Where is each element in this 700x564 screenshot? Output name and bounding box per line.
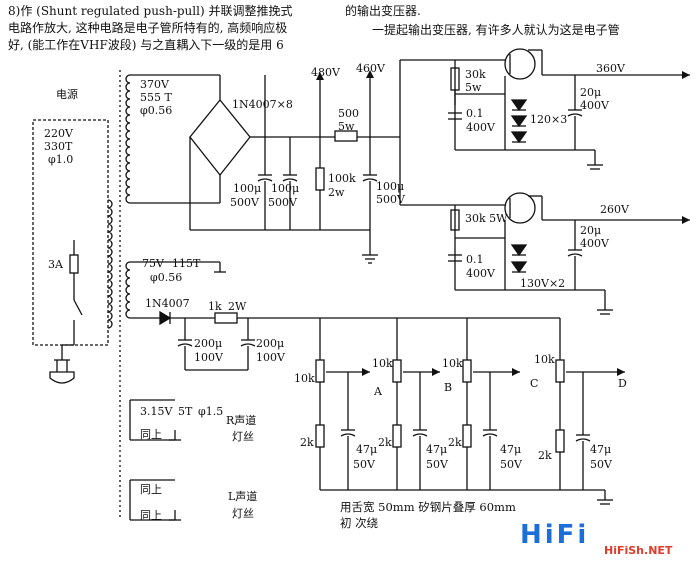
c20a-value: 20μ [580,86,602,99]
r30k-aw-label: 5w [465,81,482,94]
c47d-voltage: 50V [590,458,612,471]
v360-label: 360V [596,62,625,75]
c47d-value: 47μ [590,443,612,456]
c2-value: 100μ [271,182,300,195]
pot3-label: 10k [442,357,463,370]
primary-wire: φ1.0 [48,153,74,166]
sec1-wire: φ0.56 [140,104,173,117]
r500w-label: 5w [338,120,355,133]
c01a-voltage: 400V [466,121,495,134]
primary-voltage: 220V [44,127,73,140]
r100k-label: 100k [328,172,356,185]
heater2-channel: L声道 [228,490,258,503]
diode2-label: 1N4007 [145,297,190,310]
r30k-a-label: 30k [465,68,486,81]
c200a-voltage: 100V [194,351,223,364]
r1kw-label: 2W [228,300,247,313]
watermark-url: HiFiSh.NET [604,544,673,557]
v460-label: 460V [356,62,385,75]
c20b-voltage: 400V [580,237,609,250]
v260-label: 260V [600,203,629,216]
r500-label: 500 [338,107,359,120]
c1-voltage: 500V [230,196,259,209]
c200b-voltage: 100V [256,351,285,364]
c200a-value: 200μ [194,337,223,350]
resistor-500 [334,130,358,142]
primary-turns: 330T [44,140,73,153]
sec1-turns: 555 T [140,91,172,104]
pot2-label: 10k [372,357,393,370]
bridge-label: 1N4007×8 [232,98,293,111]
heater2-filament: 灯丝 [232,507,254,520]
core-note-1: 用舌宽 50mm 矽钢片叠厚 60mm [340,500,516,514]
r2k3-label: 2k [448,436,462,449]
v480-label: 480V [311,66,340,79]
sec2-wire: φ0.56 [150,271,183,284]
output-b: B [444,381,453,394]
c47a-voltage: 50V [353,458,375,471]
watermark-logo: HiFi [520,520,590,550]
c20b-value: 20μ [580,224,602,237]
fuse [69,254,79,274]
output-a: A [374,385,382,398]
secondary-coil-1 [125,74,131,204]
pot1-label: 10k [294,372,315,385]
heater3-same: 同上 [140,509,162,522]
heater1-filament: 灯丝 [232,430,254,443]
heater1-same: 同上 [140,428,162,441]
diode-bridge [189,98,251,177]
heater1-channel: R声道 [226,414,257,427]
output-d: D [618,377,627,390]
core-note-2: 初 次绕 [340,516,379,530]
heater-turns: 5T [178,405,193,418]
c47c-value: 47μ [500,443,522,456]
text-line-2: 电路作放大, 这种电路是电子管所特有的, 高频响应极 [8,21,288,35]
r2k4-label: 2k [538,449,552,462]
zener-stack-1 [510,99,528,144]
primary-coil [107,199,113,329]
c01b-voltage: 400V [466,267,495,280]
c01a-label: 0.1 [466,107,484,120]
c200b-value: 200μ [256,337,285,350]
text-right-2: 一提起输出变压器, 有许多人就认为这是电子管 [372,23,620,37]
secondary-coil-2 [125,261,131,319]
zener2-label: 130V×2 [520,277,566,290]
c20a-voltage: 400V [580,99,609,112]
text-line-3: 好, (能工作在VHF波段) 与之直耦入下一级的是用 6 [8,38,284,52]
c2-voltage: 500V [268,196,297,209]
sec2-voltage: 75V [142,257,164,270]
r2k2-label: 2k [378,436,392,449]
text-line-1: 8)作 (Shunt regulated push-pull) 并联调整推挽式 [8,4,293,18]
fuse-label: 3A [48,258,63,271]
power-label: 电源 [56,88,78,101]
c47b-value: 47μ [426,443,448,456]
zener-stack-2 [510,244,528,274]
c47a-value: 47μ [356,443,378,456]
pot4-label: 10k [534,353,555,366]
c1-value: 100μ [233,182,262,195]
sec1-voltage: 370V [140,78,169,91]
text-right-1: 的输出变压器. [345,4,421,18]
output-c: C [530,377,539,390]
c3-voltage: 500V [376,193,405,206]
r30k-b-label: 30k 5W [465,212,508,225]
c47c-voltage: 50V [500,458,522,471]
c3-value: 100μ [376,180,405,193]
sec2-turns: 115T [172,257,201,270]
r1k-label: 1k [208,300,222,313]
c01b-label: 0.1 [466,253,484,266]
heater-voltage: 3.15V [140,405,173,418]
r2k1-label: 2k [300,436,314,449]
c47b-voltage: 50V [426,458,448,471]
zener1-label: 120×3 [530,113,568,126]
heater-wire: φ1.5 [198,405,224,418]
r100kw-label: 2w [328,186,345,199]
heater2-same: 同上 [140,483,162,496]
resistor-100k [315,167,325,191]
